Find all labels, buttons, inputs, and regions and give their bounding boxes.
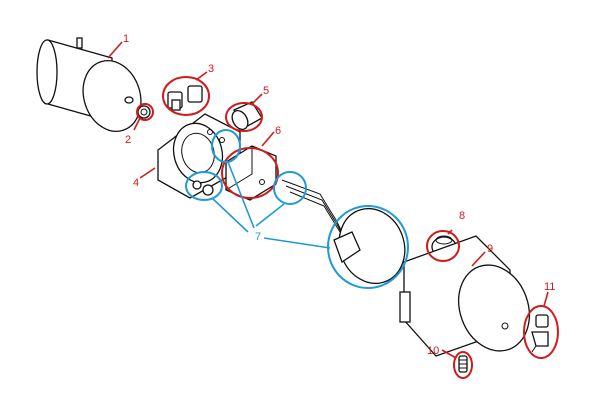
part-5-filter bbox=[231, 101, 263, 130]
callout-1: 1 bbox=[123, 33, 129, 45]
part-2-nut bbox=[137, 105, 151, 119]
ring-7-flange-seal bbox=[211, 129, 241, 163]
part-4-flange bbox=[157, 113, 241, 199]
callout-labels: 1 2 3 4 5 6 7 8 9 10 11 bbox=[123, 33, 555, 357]
callout-4: 4 bbox=[133, 177, 139, 189]
leader-lines-red bbox=[107, 41, 549, 359]
highlight-rings-red bbox=[136, 76, 559, 379]
leader-lines-blue bbox=[211, 161, 331, 249]
callout-9: 9 bbox=[487, 243, 493, 255]
ring-part-8 bbox=[426, 230, 460, 262]
part-10-bolt bbox=[458, 355, 468, 373]
callout-5: 5 bbox=[263, 85, 269, 97]
callout-10: 10 bbox=[427, 345, 439, 357]
ring-part-6 bbox=[221, 147, 279, 199]
callout-7: 7 bbox=[255, 231, 261, 243]
ring-part-11 bbox=[523, 305, 559, 359]
ring-7-tube-joint bbox=[273, 171, 307, 205]
callout-3: 3 bbox=[208, 63, 214, 75]
ring-part-10 bbox=[453, 351, 473, 379]
part-11-fittings bbox=[531, 314, 549, 353]
ring-part-2 bbox=[136, 103, 154, 121]
part-1-cylinder bbox=[36, 37, 142, 132]
callout-6: 6 bbox=[275, 125, 281, 137]
ring-part-5 bbox=[225, 102, 263, 132]
callout-2: 2 bbox=[125, 134, 131, 146]
callout-8: 8 bbox=[459, 210, 465, 222]
part-9-reservoir bbox=[399, 235, 530, 357]
ring-7-seals bbox=[185, 171, 223, 201]
ring-part-3 bbox=[162, 76, 210, 116]
part-3-fittings bbox=[167, 85, 203, 111]
callout-11: 11 bbox=[544, 281, 555, 293]
